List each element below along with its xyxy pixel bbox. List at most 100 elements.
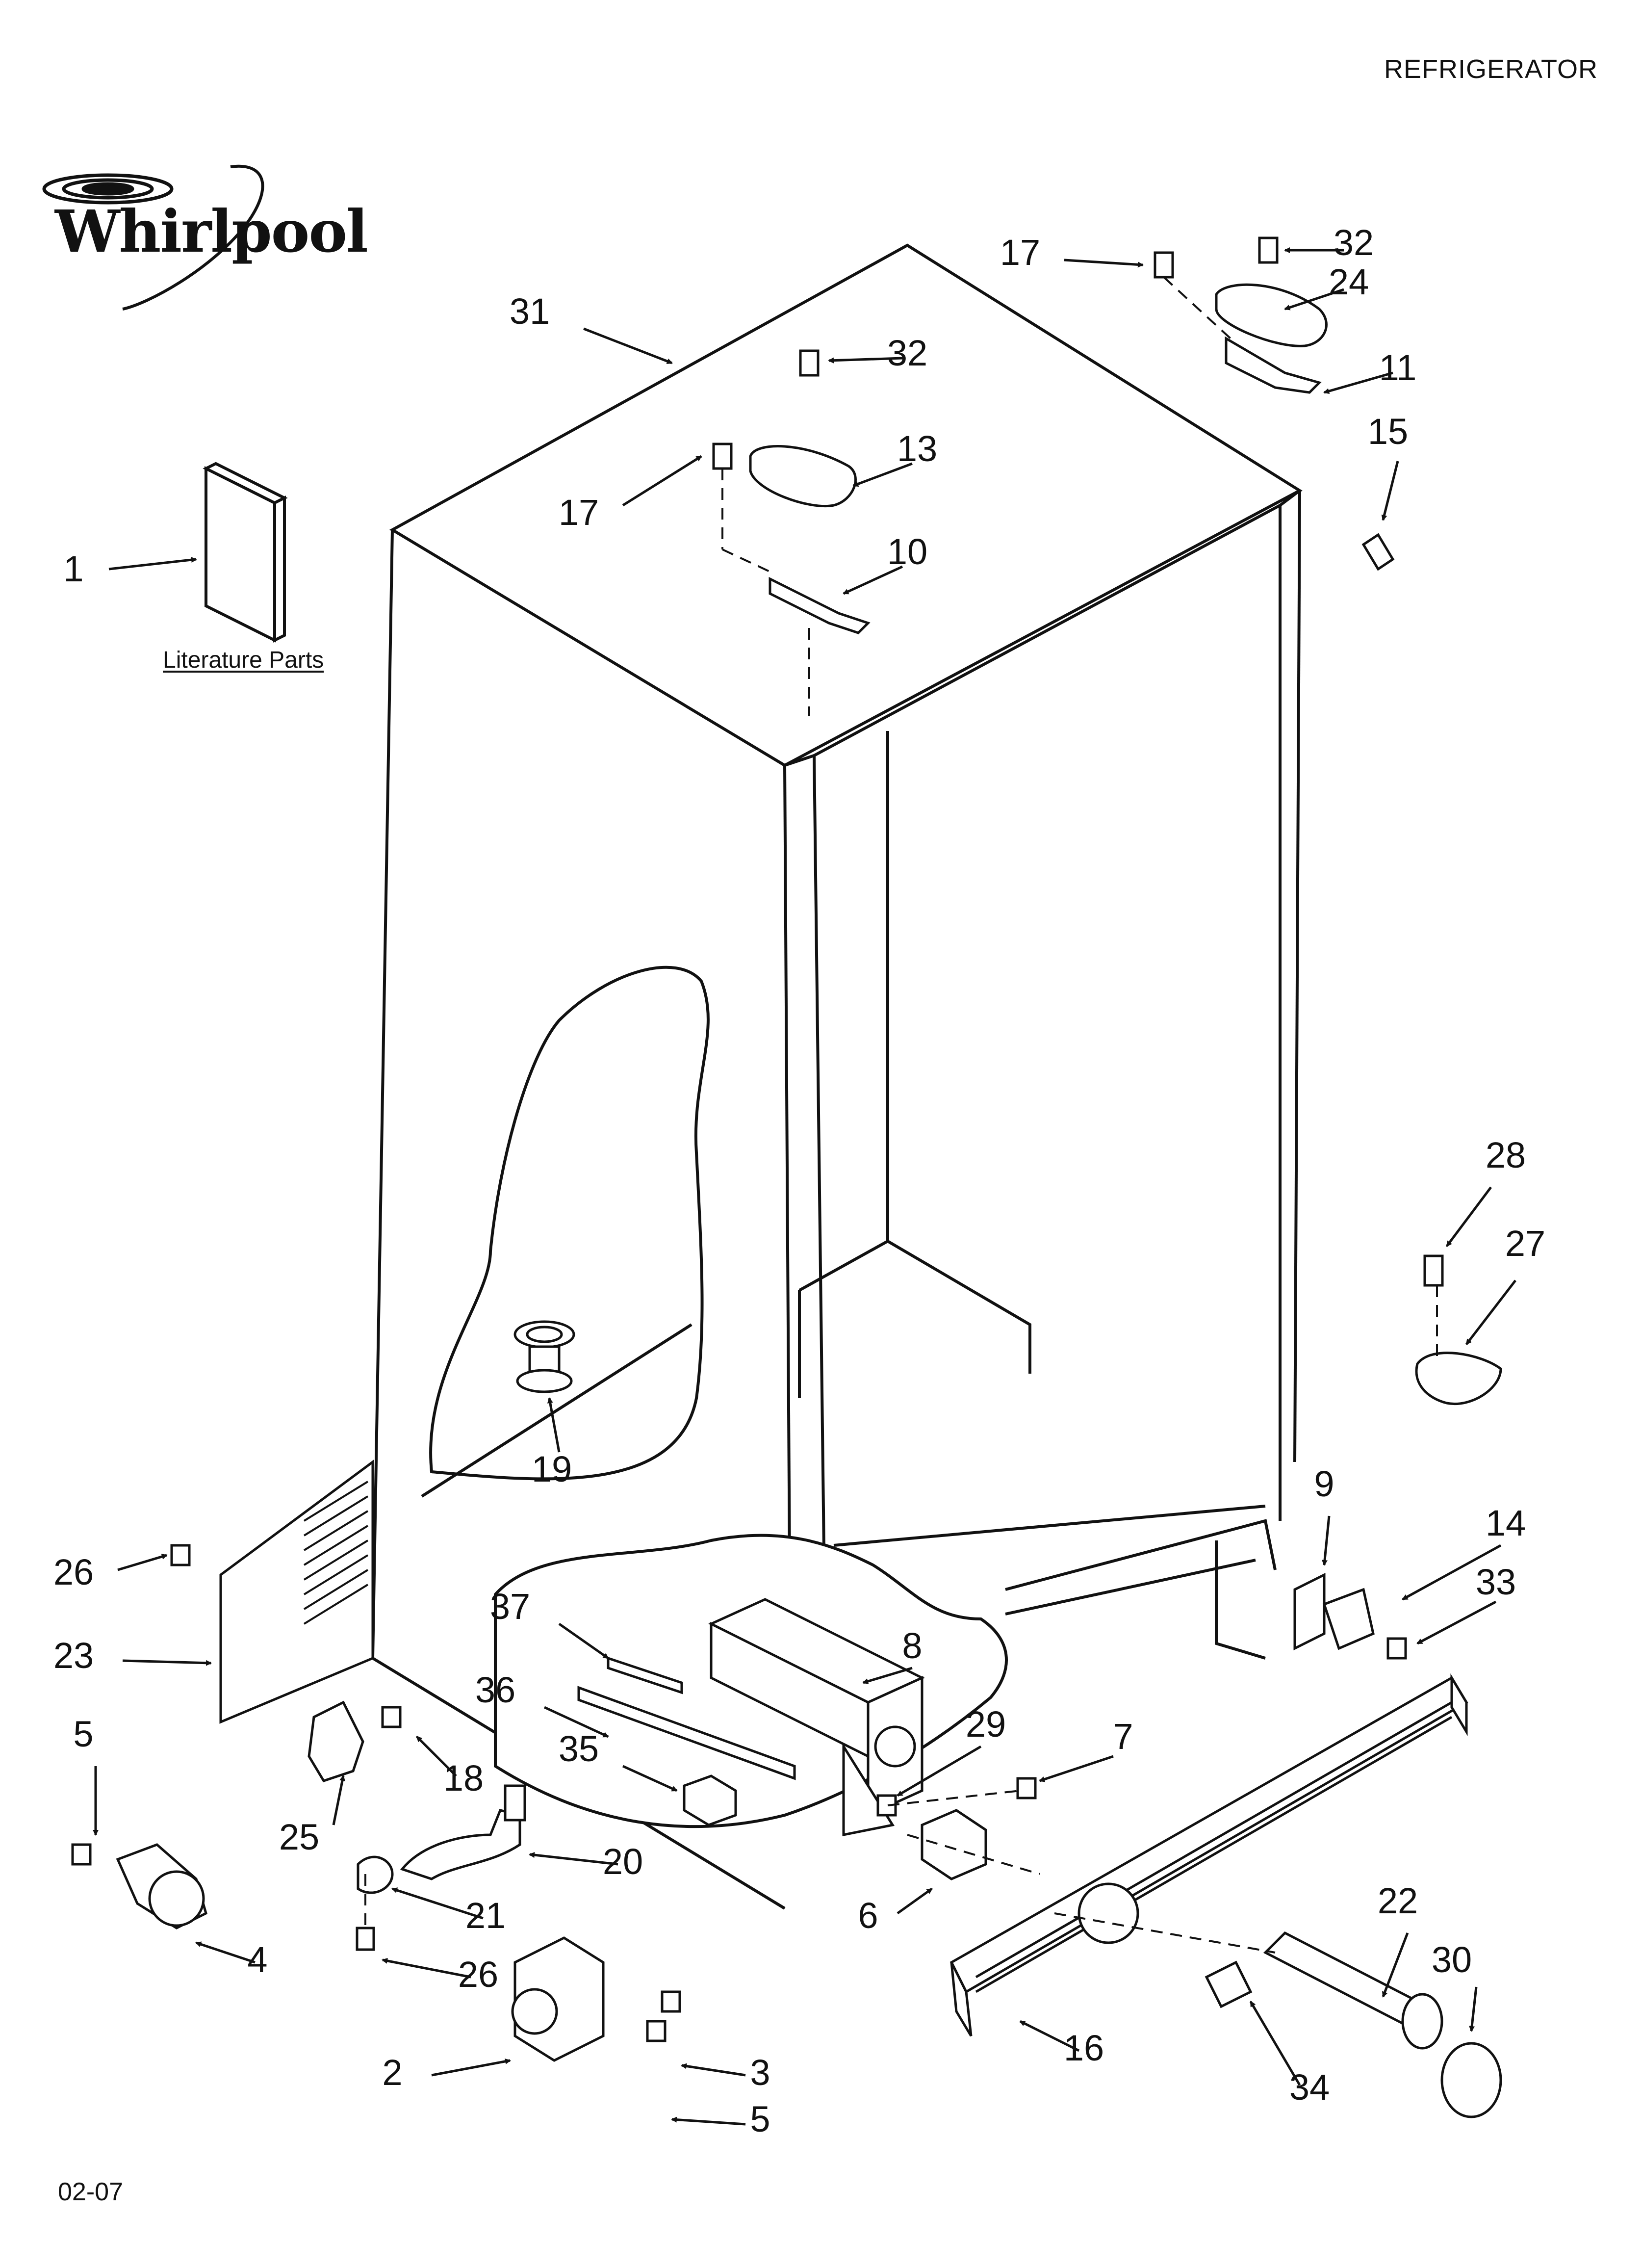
- callout-leader-6: [897, 1887, 933, 1915]
- callout-leader-23: [122, 1659, 212, 1666]
- callout-label-24: 24: [1329, 261, 1369, 302]
- callout-leader-15: [1381, 461, 1399, 521]
- callout-label-7: 7: [1113, 1716, 1133, 1757]
- callout-leader-17: [1064, 259, 1144, 268]
- callout-label-31: 31: [510, 291, 550, 332]
- callout-label-2: 2: [382, 2052, 402, 2093]
- top-hinge-right: [1215, 283, 1328, 394]
- callout-label-26: 26: [458, 1954, 498, 1995]
- callout-label-32: 32: [1334, 222, 1374, 263]
- callout-leader-33: [1416, 1600, 1497, 1645]
- callout-leader-10: [843, 565, 903, 595]
- callout-label-8: 8: [902, 1625, 922, 1666]
- callout-leader-8: [862, 1667, 913, 1684]
- callout-leader-2: [431, 2058, 511, 2077]
- rear-access-grille: [219, 1460, 374, 1724]
- callout-label-20: 20: [603, 1841, 643, 1882]
- callout-leader-37: [558, 1622, 609, 1660]
- callout-label-5: 5: [750, 2099, 770, 2139]
- callout-leader-17: [622, 455, 702, 507]
- callout-label-27: 27: [1505, 1223, 1545, 1264]
- callout-leader-26: [382, 1958, 471, 1979]
- callout-leader-25: [332, 1775, 345, 1825]
- thermistor-block-icon: [683, 1774, 737, 1826]
- callout-label-33: 33: [1476, 1562, 1516, 1602]
- callout-leader-34: [1249, 2001, 1301, 2086]
- callout-label-37: 37: [490, 1586, 530, 1627]
- page-title: REFRIGERATOR: [1384, 54, 1598, 84]
- callout-leader-7: [1039, 1755, 1114, 1782]
- callout-label-28: 28: [1486, 1135, 1526, 1175]
- callout-label-13: 13: [897, 428, 937, 469]
- callout-label-17: 17: [1000, 232, 1040, 273]
- callout-leader-29: [897, 1745, 982, 1797]
- callout-label-25: 25: [279, 1817, 319, 1857]
- callout-leader-24: [1284, 288, 1344, 311]
- top-hinge-left: [749, 445, 871, 634]
- callout-leader-14: [1402, 1544, 1502, 1601]
- callout-label-30: 30: [1432, 1939, 1472, 1980]
- whirlpool-swirl-icon: [42, 164, 264, 311]
- callout-leader-28: [1446, 1186, 1492, 1247]
- callout-label-6: 6: [858, 1895, 878, 1936]
- brand-logo: Whirlpool: [55, 197, 368, 265]
- date-code: 02-07: [58, 2178, 123, 2206]
- callout-label-14: 14: [1486, 1503, 1526, 1543]
- callout-label-32: 32: [887, 333, 927, 373]
- callout-label-4: 4: [247, 1939, 267, 1980]
- callout-label-10: 10: [887, 531, 927, 572]
- door-stop-bracket: [1415, 1254, 1502, 1405]
- drain-grommet-icon: [513, 1320, 575, 1393]
- callout-label-19: 19: [532, 1449, 572, 1489]
- literature-booklet-icon: [203, 462, 288, 643]
- water-tube-rods: [577, 1656, 796, 1780]
- callout-leader-26: [117, 1554, 168, 1571]
- callout-label-18: 18: [443, 1758, 484, 1799]
- literature-parts-label: Literature Parts: [163, 647, 324, 673]
- water-filter: [1205, 1931, 1502, 2118]
- callout-label-36: 36: [475, 1669, 515, 1710]
- callout-leader-31: [583, 327, 673, 365]
- callout-label-26: 26: [53, 1552, 94, 1592]
- callout-label-22: 22: [1378, 1880, 1418, 1921]
- callout-leader-19: [547, 1397, 561, 1453]
- callout-label-35: 35: [559, 1728, 599, 1769]
- callout-leader-35: [622, 1765, 678, 1792]
- callout-label-23: 23: [53, 1635, 94, 1676]
- callout-leader-16: [1019, 2020, 1080, 2052]
- callout-leader-5: [671, 2116, 746, 2126]
- callout-label-5: 5: [73, 1714, 93, 1754]
- callout-leader-36: [543, 1706, 609, 1738]
- callout-leader-3: [681, 2063, 746, 2077]
- callout-label-17: 17: [559, 492, 599, 533]
- callout-label-3: 3: [750, 2052, 770, 2093]
- callout-leader-20: [529, 1852, 618, 1866]
- callout-leader-30: [1469, 1986, 1478, 2032]
- hinge-pin-icon: [1361, 533, 1395, 571]
- callout-label-21: 21: [465, 1895, 506, 1936]
- callout-leader-21: [391, 1887, 484, 1920]
- freezer-cutaway: [421, 965, 710, 1498]
- callout-leader-32: [828, 357, 903, 364]
- lower-left-parts: [71, 1544, 681, 2062]
- callout-label-9: 9: [1314, 1463, 1334, 1504]
- callout-leader-22: [1382, 1932, 1409, 1998]
- callout-leader-13: [852, 462, 913, 487]
- assembly-guide-lines: [364, 276, 1438, 1954]
- callout-label-34: 34: [1289, 2067, 1330, 2108]
- callout-leader-1: [108, 557, 197, 571]
- callout-label-11: 11: [1379, 347, 1417, 388]
- callout-leader-4: [195, 1941, 256, 1964]
- callout-label-15: 15: [1368, 411, 1408, 452]
- callout-leader-11: [1323, 371, 1393, 394]
- callout-leaders: [93, 247, 1516, 2126]
- callout-label-16: 16: [1064, 2028, 1104, 2068]
- callout-leader-27: [1465, 1279, 1516, 1345]
- callout-label-1: 1: [63, 548, 83, 589]
- lower-right-mounts: [876, 1777, 1037, 1880]
- callout-leader-18: [416, 1736, 457, 1777]
- callout-leader-9: [1322, 1515, 1331, 1566]
